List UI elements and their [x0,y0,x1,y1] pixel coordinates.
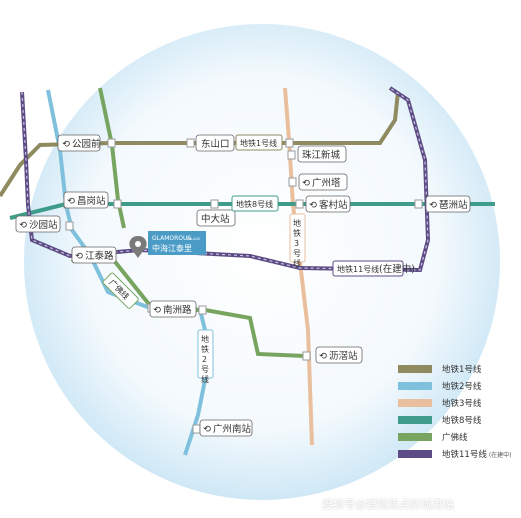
svg-text:号: 号 [201,365,209,374]
svg-text:地: 地 [201,334,209,344]
svg-text:东山口: 东山口 [201,138,230,150]
svg-text:⟲: ⟲ [203,424,211,435]
legend-label: 地铁11号线(在建中) [442,450,512,460]
svg-text:⟲: ⟲ [62,139,70,150]
svg-text:琶洲站: 琶洲站 [439,199,468,211]
station-guangzhounan: ⟲ 广州南站 [199,419,253,437]
svg-text:广州塔: 广州塔 [312,177,341,189]
project-label-box [148,231,206,255]
legend-item-line11: 地铁11号线(在建中) [398,448,512,460]
svg-text:地铁8号线: 地铁8号线 [236,199,273,209]
station-gongyuanqian: ⟲ 公园前 [57,134,101,152]
svg-text:线: 线 [293,258,301,268]
station-changgang: ⟲ 昌岗站 [63,191,109,209]
svg-text:⟲: ⟲ [75,251,83,262]
line11-route [20,86,431,273]
legend-label: 地铁1号线 [442,365,482,375]
svg-text:(在建中): (在建中) [379,263,415,275]
svg-text:南洲路: 南洲路 [163,304,192,316]
station-lijiao: ⟲ 沥滘站 [315,346,363,364]
station-shayuan: ⟲ 沙园站 [15,215,61,233]
legend-item-gf: 广佛线 [398,431,468,443]
svg-text:地铁1号线: 地铁1号线 [240,138,277,148]
tag-line2: 地 铁 2 号 线 [197,329,214,384]
svg-text:广州南站: 广州南站 [213,423,252,435]
svg-text:⟲: ⟲ [309,200,317,211]
svg-text:昌岗站: 昌岗站 [77,195,106,207]
station-zhongda: 中大站 [196,209,236,227]
station-dongshankou: 东山口 [195,134,235,152]
legend-label: 地铁8号线 [442,416,482,426]
station-kecun: ⟲ 客村站 [305,195,351,213]
svg-text:GLAMOROUS: GLAMOROUS [152,235,191,242]
legend-swatch [398,382,432,390]
legend-item-line8: 地铁8号线 [398,414,481,426]
svg-text:⟲: ⟲ [302,178,310,189]
legend-item-line3: 地铁3号线 [398,397,481,409]
svg-text:⟲: ⟲ [67,196,75,207]
tag-line1: 地铁1号线 [235,134,283,151]
legend-label: 广佛线 [442,433,468,443]
svg-text:地铁11号线: 地铁11号线 [337,264,379,274]
tag-line8: 地铁8号线 [231,195,279,212]
tag-line11: 地铁11号线 (在建中) [332,260,415,277]
svg-text:2: 2 [202,355,207,364]
svg-text:江泰路: 江泰路 [85,250,114,262]
legend-swatch [398,365,432,373]
svg-text:沥滘站: 沥滘站 [329,350,358,362]
station-nanzhoulu: ⟲ 南洲路 [149,300,197,318]
station-guangzhouta: ⟲ 广州塔 [298,173,348,191]
station-zhujiangxincheng: 珠江新城 [297,145,347,163]
svg-text:PALACE: PALACE [187,237,200,241]
svg-text:中大站: 中大站 [201,213,230,225]
svg-text:沙园站: 沙园站 [29,219,58,231]
svg-text:中海江泰里: 中海江泰里 [152,243,192,253]
svg-text:珠江新城: 珠江新城 [302,149,341,161]
watermark: 搜狐号@搜狐焦点防城港站 [322,498,454,511]
legend-label: 地铁3号线 [442,399,482,409]
svg-text:⟲: ⟲ [429,200,437,211]
legend-swatch [398,433,432,441]
svg-text:⟲: ⟲ [153,305,161,316]
svg-text:地: 地 [293,218,301,228]
svg-text:号: 号 [293,249,301,258]
svg-text:线: 线 [201,374,209,384]
legend-item-line1: 地铁1号线 [398,363,481,375]
station-jiangtailu: ⟲ 江泰路 [71,246,117,264]
legend-swatch [398,450,432,458]
legend-swatch [398,416,432,424]
legend-item-line2: 地铁2号线 [398,380,481,392]
tag-line3: 地 铁 3 号 线 [289,213,306,268]
project-marker: GLAMOROUS PALACE 中海江泰里 [129,231,206,258]
svg-text:铁: 铁 [293,228,301,238]
svg-text:铁: 铁 [201,344,209,354]
legend-label: 地铁2号线 [442,382,482,392]
svg-text:⟲: ⟲ [19,220,27,231]
station-pazhou: ⟲ 琶洲站 [425,195,471,213]
svg-text:公园前: 公园前 [72,138,101,150]
svg-text:⟲: ⟲ [319,351,327,362]
svg-text:3: 3 [294,239,299,248]
svg-text:客村站: 客村站 [319,199,348,211]
legend-swatch [398,399,432,407]
